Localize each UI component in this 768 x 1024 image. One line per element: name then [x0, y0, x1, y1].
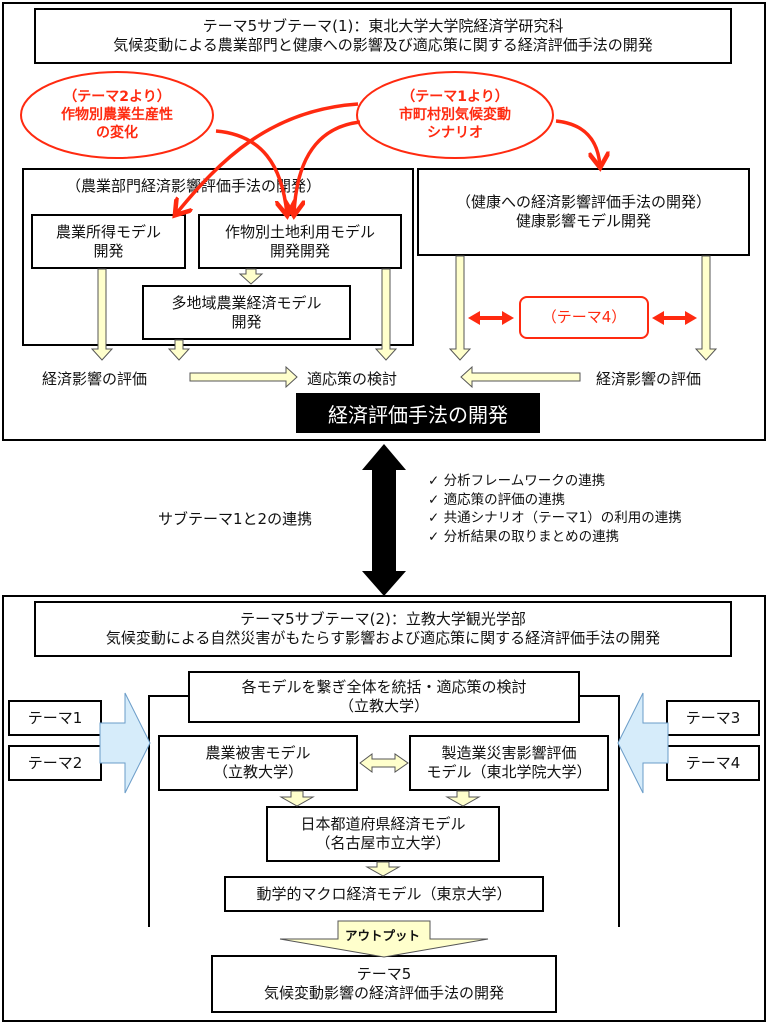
ellipse-theme2-line3: の変化 [96, 125, 138, 142]
integration-box: 各モデルを繋ぎ全体を統括・適応策の検討 （立教大学） [188, 671, 580, 723]
subtheme2-title-line2: 気候変動による自然災害がもたらす影響および適応策に関する経済評価手法の開発 [105, 629, 661, 647]
subtheme1-title-box: テーマ5サブテーマ(1)：東北大学大学院経済学研究科 気候変動による農業部門と健… [34, 8, 732, 64]
link-item: ✓ 分析結果の取りまとめの連携 [428, 528, 682, 547]
result-box: テーマ5 気候変動影響の経済評価手法の開発 [211, 955, 557, 1013]
multiregion-model-line2: 開発 [231, 312, 262, 331]
ellipse-theme1-line2: 市町村別気候変動 [399, 107, 511, 124]
ellipse-theme2-line2: 作物別農業生産性 [61, 107, 173, 124]
theme-input-4: テーマ4 [666, 745, 760, 781]
integration-line1: 各モデルを繋ぎ全体を統括・適応策の検討 [241, 678, 527, 697]
agri-income-model-box: 農業所得モデル 開発 [31, 214, 186, 269]
check-icon: ✓ [428, 491, 440, 508]
theme-input-3: テーマ3 [666, 700, 760, 736]
check-icon: ✓ [428, 510, 440, 527]
link-item-text: 分析フレームワークの連携 [443, 473, 606, 489]
output-label: アウトプット [345, 928, 421, 943]
theme4-box: （テーマ4） [519, 296, 649, 339]
theme-input-1-label: テーマ1 [27, 708, 83, 727]
agri-damage-model-box: 農業被害モデル （立教大学） [158, 735, 358, 791]
theme4-label: （テーマ4） [541, 308, 627, 327]
theme-input-2-label: テーマ2 [27, 753, 83, 772]
link-item: ✓ 共通シナリオ（テーマ1）の利用の連携 [428, 509, 682, 528]
ellipse-theme1-line1: （テーマ1より） [401, 89, 509, 105]
manufacturing-model-line1: 製造業災害影響評価 [441, 744, 577, 763]
link-checklist: ✓ 分析フレームワークの連携 ✓ 適応策の評価の連携 ✓ 共通シナリオ（テーマ1… [428, 472, 682, 547]
link-item-text: 共通シナリオ（テーマ1）の利用の連携 [443, 510, 682, 527]
theme-input-4-label: テーマ4 [685, 753, 741, 772]
crop-landuse-model-line2: 開発開発 [269, 241, 330, 260]
dynamic-macro-model-label: 動学的マクロ経済モデル（東京大学） [256, 884, 512, 903]
agri-damage-model-line2: （立教大学） [212, 763, 303, 781]
link-item-text: 適応策の評価の連携 [443, 491, 566, 508]
result-line2: 気候変動影響の経済評価手法の開発 [263, 984, 504, 1002]
ellipse-theme1-text: （テーマ1より） 市町村別気候変動 シナリオ [360, 88, 550, 143]
black-double-arrow [362, 444, 406, 596]
ellipse-theme1-line3: シナリオ [427, 125, 483, 142]
agri-income-model-line1: 農業所得モデル [55, 222, 161, 241]
crop-landuse-model-line1: 作物別土地利用モデル [224, 222, 375, 241]
theme-input-1: テーマ1 [8, 700, 102, 736]
manufacturing-model-box: 製造業災害影響評価 モデル（東北学院大学） [409, 735, 609, 791]
subtheme1-title-line2: 気候変動による農業部門と健康への影響及び適応策に関する経済評価手法の開発 [113, 36, 653, 54]
theme-input-3-label: テーマ3 [685, 708, 741, 727]
adaptation-review: 適応策の検討 [307, 370, 398, 388]
health-group-line1: （健康への経済影響評価手法の開発） [455, 193, 711, 212]
prefecture-model-box: 日本都道府県経済モデル （名古屋市立大学） [266, 806, 500, 862]
econ-eval-left: 経済影響の評価 [42, 370, 148, 388]
multiregion-model-line1: 多地域農業経済モデル [171, 293, 322, 312]
dynamic-macro-model-box: 動学的マクロ経済モデル（東京大学） [224, 876, 544, 912]
check-icon: ✓ [428, 473, 440, 489]
multiregion-model-box: 多地域農業経済モデル 開発 [142, 285, 351, 340]
crop-landuse-model-box: 作物別土地利用モデル 開発開発 [198, 214, 402, 269]
integration-line2: （立教大学） [338, 697, 429, 715]
agri-damage-model-line1: 農業被害モデル [205, 744, 311, 763]
link-item: ✓ 適応策の評価の連携 [428, 491, 682, 510]
ellipse-theme2-line1: （テーマ2より） [63, 89, 171, 105]
method-dev-label: 経済評価手法の開発 [296, 393, 540, 433]
link-item-text: 分析結果の取りまとめの連携 [443, 528, 620, 545]
agri-group-title: （農業部門経済影響評価手法の開発） [66, 177, 322, 195]
prefecture-model-line1: 日本都道府県経済モデル [300, 815, 466, 834]
ellipse-theme2-text: （テーマ2より） 作物別農業生産性 の変化 [22, 88, 212, 143]
subtheme2-title-box: テーマ5サブテーマ(2)：立教大学観光学部 気候変動による自然災害がもたらす影響… [34, 601, 732, 657]
prefecture-model-line2: （名古屋市立大学） [315, 834, 451, 852]
subtheme2-title-line1: テーマ5サブテーマ(2)：立教大学観光学部 [240, 610, 526, 629]
result-line1: テーマ5 [356, 965, 412, 984]
link-item: ✓ 分析フレームワークの連携 [428, 472, 682, 491]
manufacturing-model-line2: モデル（東北学院大学） [426, 763, 592, 781]
link-label: サブテーマ1と2の連携 [158, 510, 313, 528]
subtheme1-title-line1: テーマ5サブテーマ(1)：東北大学大学院経済学研究科 [202, 17, 564, 36]
econ-eval-right: 経済影響の評価 [596, 370, 702, 388]
agri-income-model-line2: 開発 [93, 241, 124, 260]
method-dev-text: 経済評価手法の開発 [328, 402, 508, 427]
health-economic-impact-group: （健康への経済影響評価手法の開発） 健康影響モデル開発 [417, 168, 750, 256]
theme-input-2: テーマ2 [8, 745, 102, 781]
health-group-line2: 健康影響モデル開発 [515, 212, 651, 230]
check-icon: ✓ [428, 528, 440, 545]
